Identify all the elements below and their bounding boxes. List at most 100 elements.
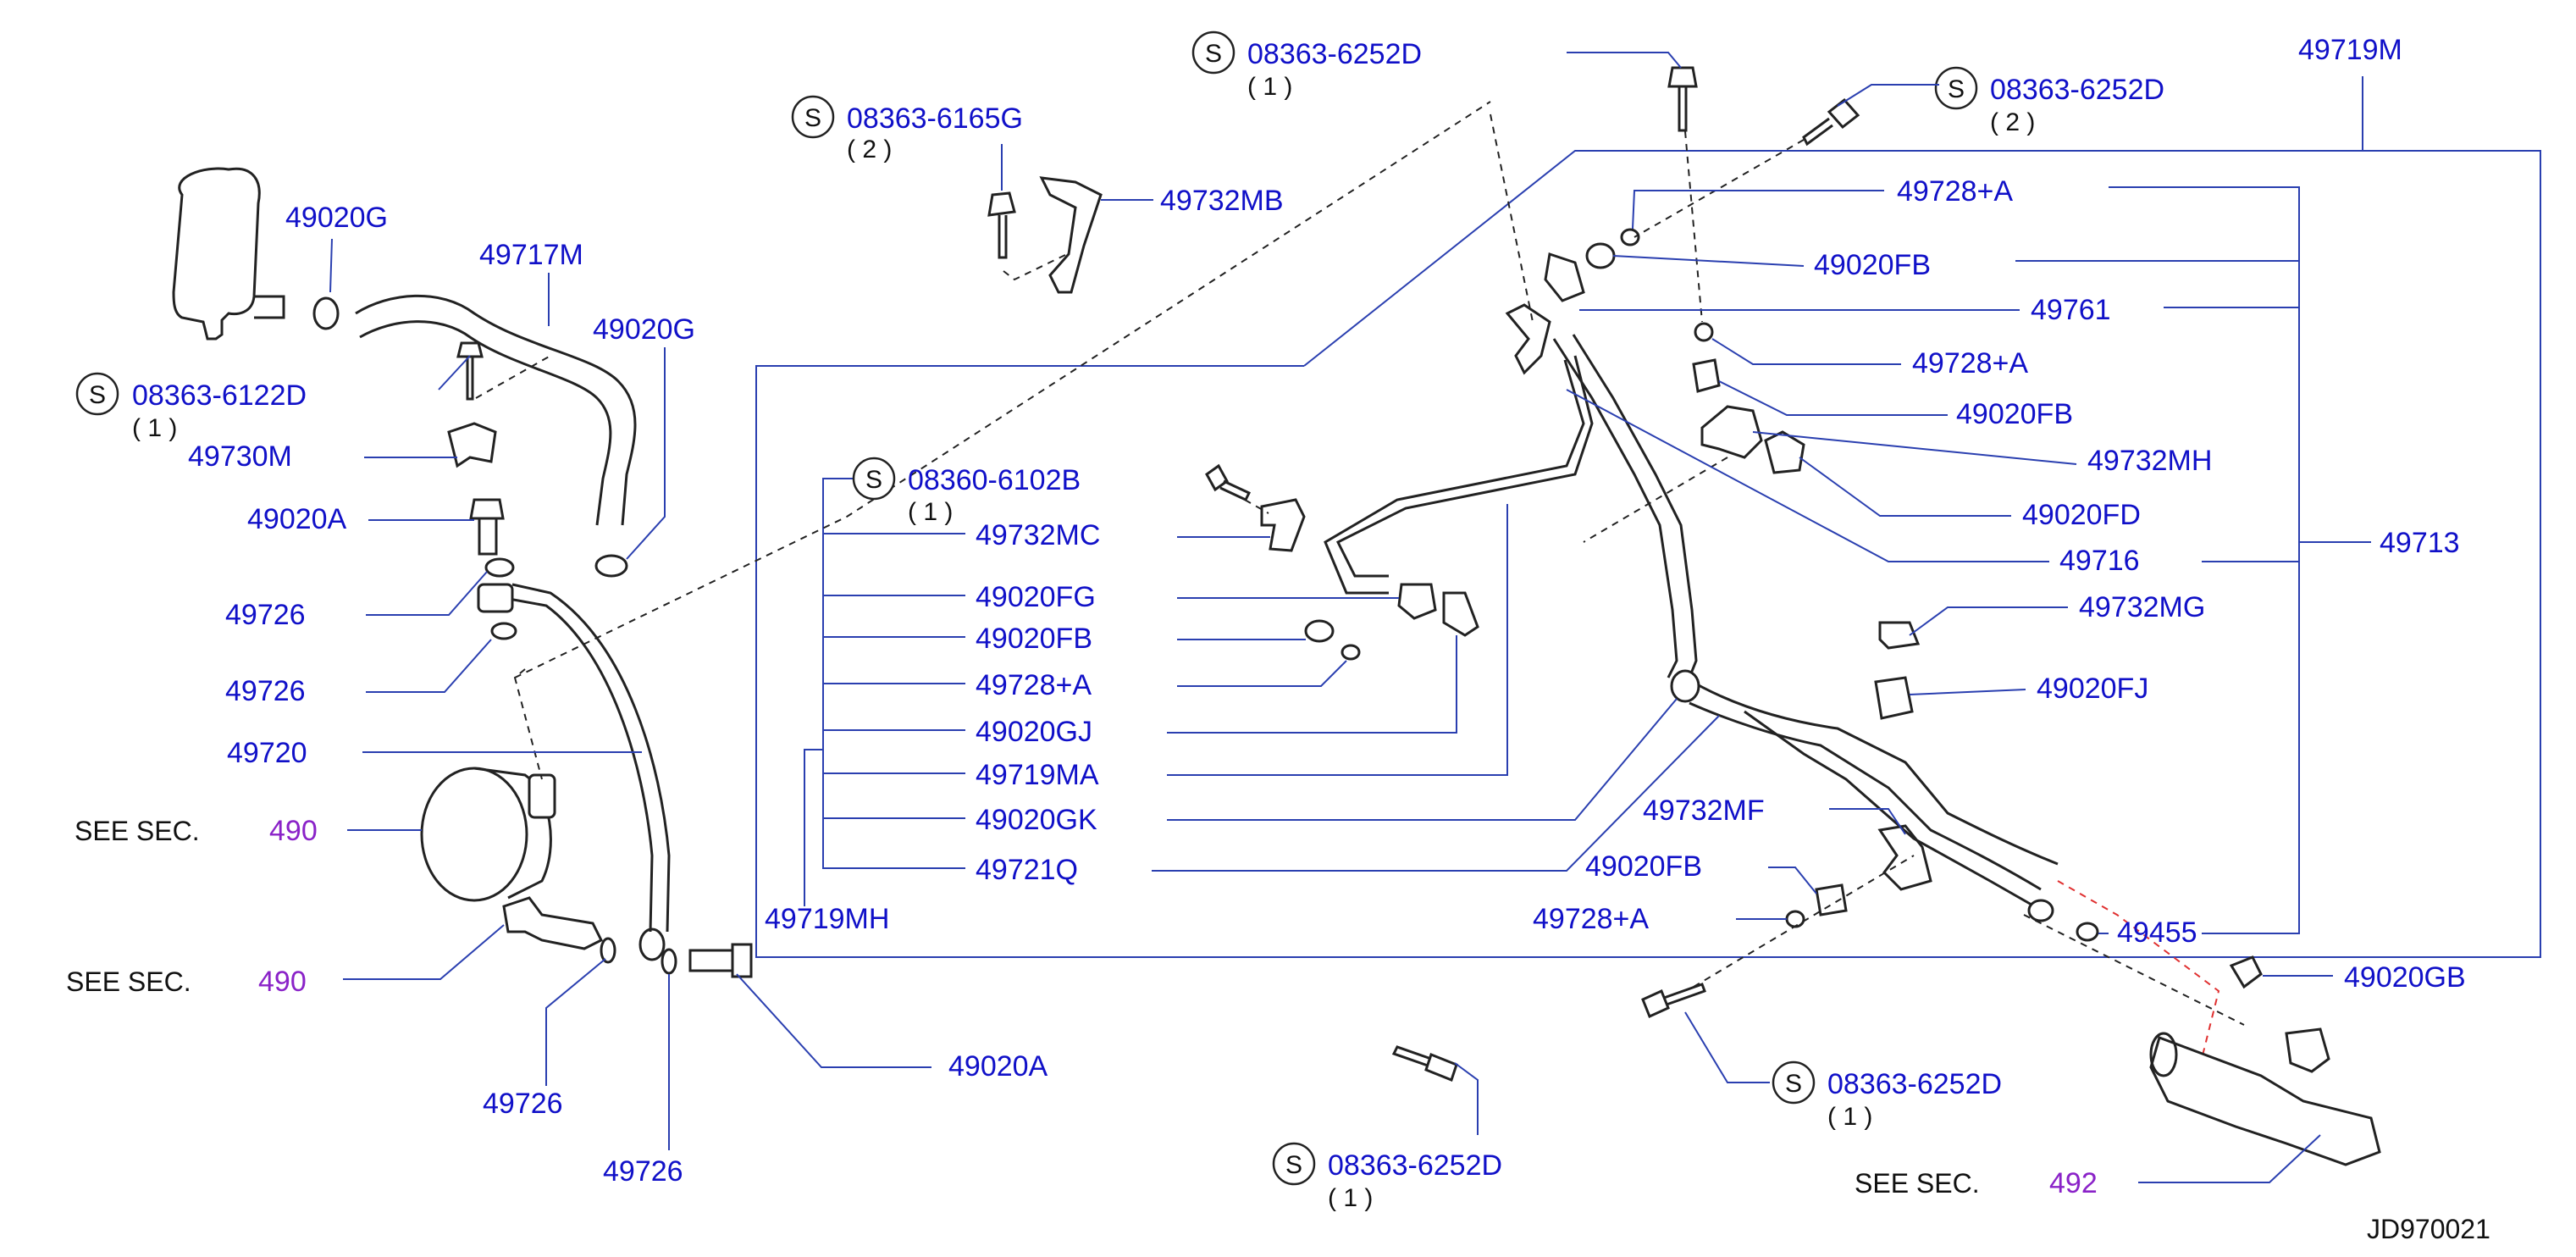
leader-49719MH-bracket [822,478,965,869]
see-sec-fitting-number: 490 [258,966,307,998]
lead-49721Q [1152,715,1720,872]
pump-body [420,767,528,902]
label-49020G: 49020G [285,202,388,234]
screw-symbol [1934,66,1978,110]
bracket-49732MF [1877,824,1932,891]
grommet-49020FB-a [1304,619,1335,643]
see-sec-gear-number: 492 [2049,1167,2098,1199]
screw-qty: ( 1 ) [132,414,177,442]
label-49728+A: 49728+A [1912,347,2028,379]
label-49020FD: 49020FD [2022,499,2141,531]
lead-see-492 [2138,1134,2321,1183]
lead-49728A-b [1632,190,1884,230]
see-sec-pump-number: 490 [269,815,318,847]
lead-6122D [438,355,471,390]
label-49726: 49726 [225,675,306,707]
label-49721Q: 49721Q [976,854,1078,886]
lead-49020A-b [736,973,931,1068]
bolt-08363-6252D-right [1641,983,1706,1019]
label-49020GK: 49020GK [976,804,1097,836]
screw-symbol-letter: S [865,466,882,494]
label-49719M: 49719M [2298,34,2402,66]
label-49713: 49713 [2380,527,2460,559]
lead-49732MF [1829,808,1906,835]
label-49020GJ: 49020GJ [976,716,1092,748]
bracket-49732MG [1878,621,1921,650]
label-49716: 49716 [2059,545,2140,577]
screw-symbol [1272,1142,1316,1186]
pressure-hose-49720 [499,595,654,933]
steering-gear [2149,1036,2381,1166]
lead-49728A-c [1711,338,1901,365]
pump-outlet [528,773,556,819]
cap-49728A-a [1341,644,1361,661]
screw-code: 08363-6165G [847,102,1023,135]
screw-symbol [791,95,835,139]
bolt-49020A-top [469,498,505,556]
pressure-hose-inner [511,583,671,933]
lead-6252D-r [1684,1011,1770,1083]
cap-49728A-c [1694,322,1714,342]
screw-symbol [852,457,896,501]
lead-6252D-b [1454,1062,1479,1135]
lead-49020FD [1799,457,2011,517]
align-dash-r2 [1684,130,1703,323]
screw-08360-6102B: S 08360-6102B ( 1 ) [852,457,1081,526]
screw-qty: ( 2 ) [847,136,892,163]
label-49720: 49720 [227,737,307,769]
label-49020GB: 49020GB [2344,961,2466,994]
bolt-08363-6252D-bottom [1391,1045,1458,1082]
align-dash-mb [1003,253,1068,281]
lead-49020G-b [626,347,666,560]
screw-qty: ( 2 ) [1990,108,2035,136]
label-49726: 49726 [603,1155,683,1188]
lead-49020FB-d [1768,867,1817,894]
flare-nut [2027,899,2054,922]
label-49020FB: 49020FB [1956,398,2073,430]
bracket-49732MB [1039,176,1103,294]
screw-symbol-letter: S [1205,40,1222,68]
label-49455: 49455 [2117,916,2197,949]
bolt-08360-6102B [1205,463,1252,501]
screw-08363-6252D-right: S 08363-6252D ( 1 ) [1772,1060,2002,1131]
screw-symbol-letter: S [1785,1070,1802,1098]
bracket-49020GJ [1442,591,1479,637]
screw-08363-6252D-top-right: S 08363-6252D ( 2 ) [1934,66,2164,136]
screw-code: 08363-6252D [1990,74,2164,106]
washer-49726-a [484,557,515,578]
screw-qty: ( 1 ) [1328,1184,1373,1212]
pipe-49716-inner [1572,334,1698,678]
label-49732MG: 49732MG [2079,591,2205,623]
align-dash-r5 [1693,855,1915,988]
reservoir-neck [254,295,285,319]
lead-49020GJ [1167,635,1457,734]
align-dash-r6 [2023,914,2245,1026]
clip-49730M [447,422,497,468]
pump-fitting [502,896,604,950]
lead-49728A-a [1177,660,1347,687]
screw-code: 08363-6252D [1247,38,1422,70]
lead-49726-c [545,958,606,1086]
lead-49020FB-c [1718,380,1948,416]
label-49732MC: 49732MC [976,519,1100,551]
label-49726: 49726 [483,1088,563,1120]
lead-49020FB-b [1612,255,1805,267]
screw-code: 08363-6252D [1328,1149,1502,1182]
fitting-49761 [1544,252,1585,302]
label-49732MH: 49732MH [2087,445,2212,477]
screw-symbol-letter: S [804,104,821,132]
clamp-49020G-b [594,554,628,578]
see-sec-fitting: SEE SEC. [66,966,191,997]
cap-49728A-d [1785,910,1805,928]
lead-6252D-tr [1837,84,1939,107]
lead-49020FJ [1909,689,2026,695]
union-49020GK [1670,669,1700,703]
label-49728+A: 49728+A [1533,903,1649,935]
lead-49020G-a [329,238,333,293]
bolt-49020A-bottom [688,943,753,978]
align-dash-1 [475,355,551,399]
clamp-49020FG [1397,583,1437,620]
lead-49020GK [1167,698,1678,821]
label-49020A: 49020A [948,1050,1048,1083]
lead-49726-b [366,639,492,693]
